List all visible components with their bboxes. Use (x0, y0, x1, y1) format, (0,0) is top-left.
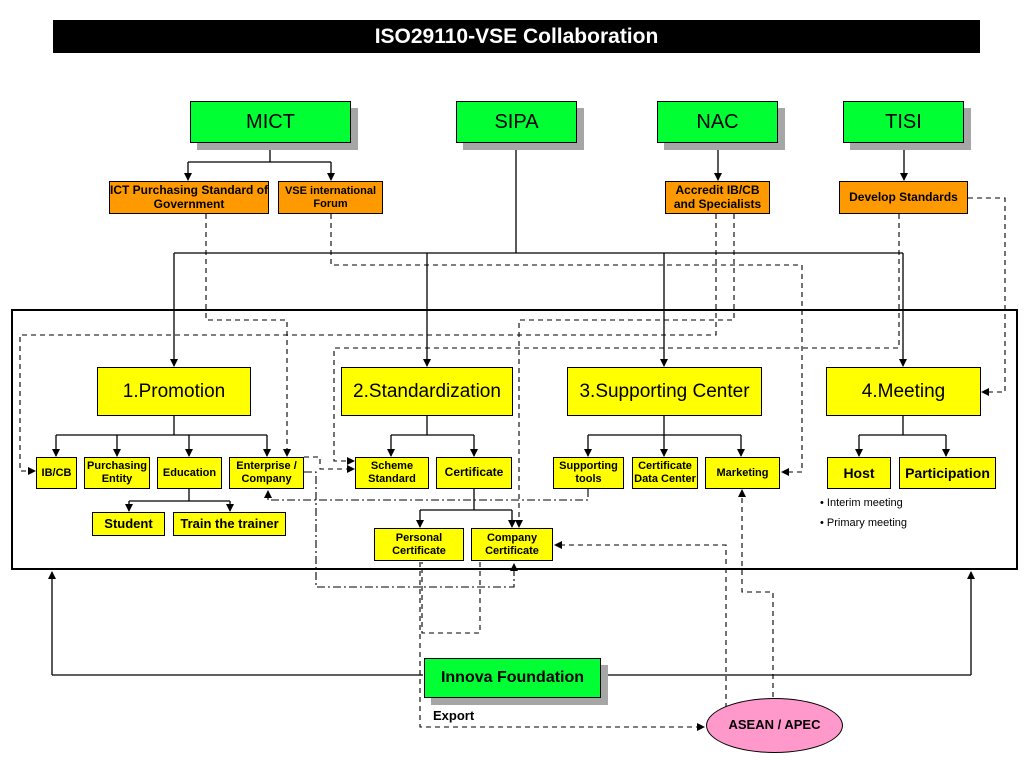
meeting-participation: Participation (899, 457, 996, 489)
meeting-bullet-interim: • Interim meeting (820, 497, 903, 509)
pillar-meeting: 4.Meeting (826, 367, 981, 416)
initiative-develop-standards: Develop Standards (839, 181, 968, 214)
agency-mict: MICT (190, 101, 351, 143)
innova-foundation: Innova Foundation (424, 658, 601, 698)
pillar-supporting-center: 3.Supporting Center (567, 367, 762, 416)
supporting-marketing: Marketing (705, 457, 780, 489)
page-title: ISO29110-VSE Collaboration (53, 20, 980, 53)
standardization-personal-certificate: Personal Certificate (374, 528, 464, 561)
supporting-certificate-data-center: Certificate Data Center (632, 457, 698, 489)
meeting-bullet-primary: • Primary meeting (820, 517, 907, 529)
agency-sipa: SIPA (456, 101, 577, 143)
promotion-enterprise: Enterprise / Company (229, 457, 304, 489)
promotion-student: Student (92, 512, 165, 536)
standardization-certificate: Certificate (436, 457, 512, 489)
meeting-host: Host (827, 457, 891, 489)
standardization-company-certificate: Company Certificate (471, 528, 553, 561)
agency-nac: NAC (657, 101, 778, 143)
promotion-ibcb: IB/CB (36, 457, 77, 489)
export-label: Export (433, 708, 475, 723)
promotion-train-the-trainer: Train the trainer (173, 512, 286, 536)
initiative-ict-purchasing: ICT Purchasing Standard of Government (109, 181, 269, 214)
supporting-tools: Supporting tools (553, 457, 624, 489)
initiative-accredit: Accredit IB/CB and Specialists (665, 181, 770, 214)
promotion-education: Education (157, 457, 222, 489)
pillar-standardization: 2.Standardization (341, 367, 513, 416)
meeting-bullet-interim-text: Interim meeting (826, 497, 903, 509)
asean-apec: ASEAN / APEC (706, 698, 843, 753)
standardization-scheme-standard: Scheme Standard (355, 457, 429, 489)
meeting-bullet-primary-text: Primary meeting (826, 517, 907, 529)
promotion-purchasing-entity: Purchasing Entity (84, 457, 150, 489)
pillar-promotion: 1.Promotion (97, 367, 251, 416)
agency-tisi: TISI (843, 101, 964, 143)
initiative-vse-forum: VSE international Forum (278, 181, 383, 214)
